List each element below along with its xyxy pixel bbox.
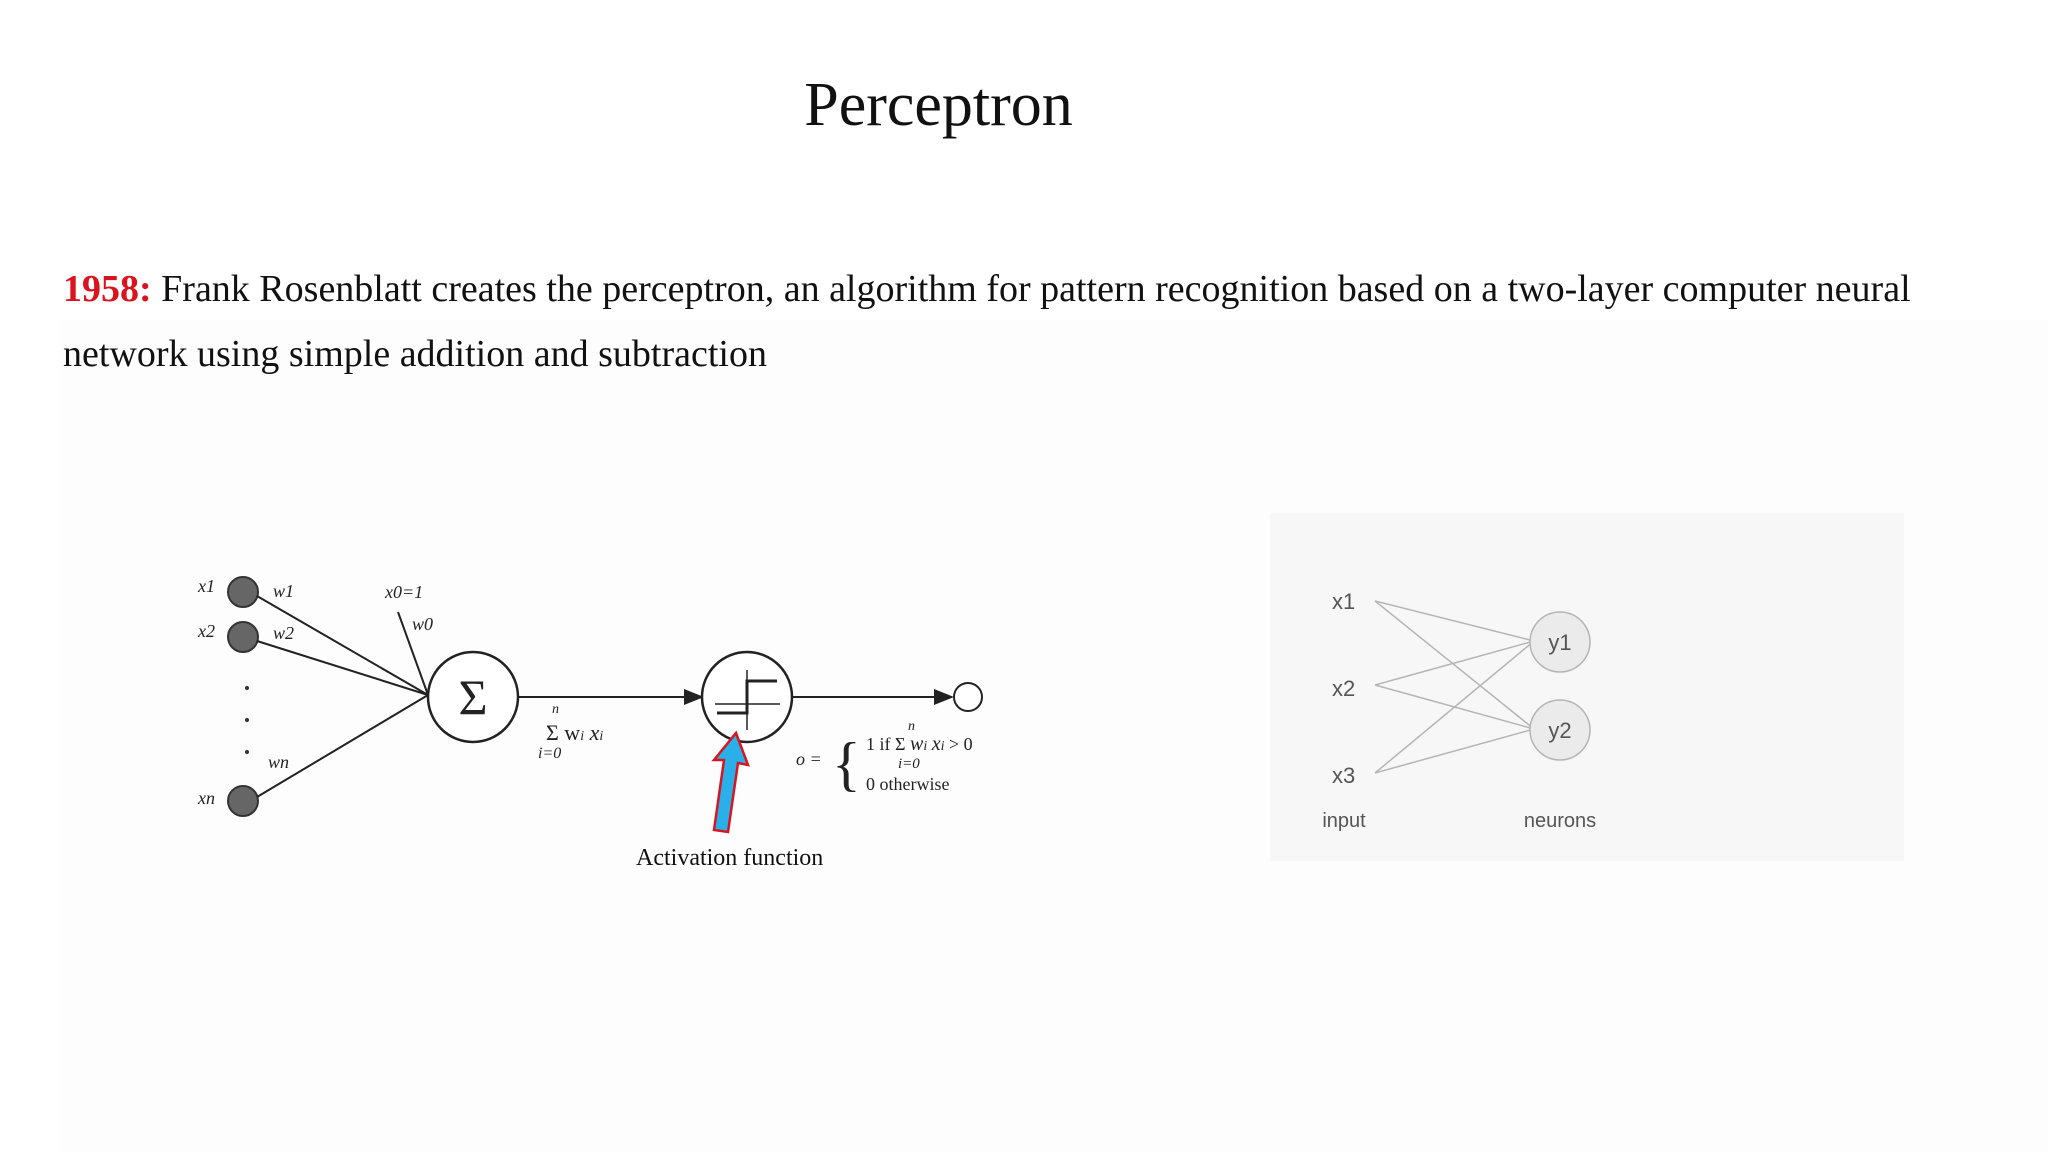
- perceptron-diagram: x1 x2 xn w1 w2 wn x0=1 w0 Σ n Σ wi xi i=…: [197, 576, 983, 871]
- case1-top: n: [908, 719, 915, 734]
- activation-function-label: Activation function: [636, 845, 823, 871]
- weight-label-1: w1: [273, 581, 294, 601]
- input-node-n: [227, 785, 259, 817]
- neuron-y1-label: y1: [1548, 630, 1571, 655]
- input-label-1: x1: [197, 576, 215, 596]
- network-input-x1: x1: [1332, 589, 1355, 614]
- input-node-2: [227, 621, 259, 653]
- weight-label-n: wn: [268, 752, 289, 772]
- output-case-2: 0 otherwise: [866, 774, 949, 794]
- ellipsis-dot: [245, 686, 249, 690]
- case1-bottom: i=0: [898, 756, 920, 772]
- bias-input-label: x0=1: [384, 582, 423, 602]
- output-lhs: o =: [796, 749, 822, 769]
- connection-line: [1374, 728, 1535, 774]
- network-input-x3: x3: [1332, 763, 1355, 788]
- sum-formula: Σ wi xi: [546, 720, 603, 745]
- network-diagram: x1 x2 x3 y1 y2 input neurons: [1270, 513, 1904, 861]
- input-label-n: xn: [197, 788, 215, 808]
- network-input-x2: x2: [1332, 676, 1355, 701]
- description-text: Frank Rosenblatt creates the perceptron,…: [63, 268, 1911, 375]
- output-brace: {: [832, 731, 861, 797]
- weight-line-2: [256, 640, 429, 696]
- neuron-y1: [1529, 611, 1591, 673]
- bias-weight-label: w0: [412, 614, 433, 634]
- year-label: 1958:: [63, 268, 152, 310]
- connection-line: [1374, 640, 1535, 774]
- neuron-y2: [1529, 699, 1591, 761]
- ellipsis-dot: [245, 718, 249, 722]
- output-node: [953, 682, 983, 712]
- connection-line: [1374, 600, 1535, 642]
- activation-pointer-arrow: [711, 730, 750, 834]
- weight-label-2: w2: [273, 623, 294, 643]
- weight-line-1: [256, 595, 429, 696]
- neurons-layer-label: neurons: [1524, 810, 1596, 832]
- output-case-1: 1 if Σ wi xi > 0: [866, 733, 973, 755]
- slide-description: 1958: Frank Rosenblatt creates the perce…: [63, 257, 1963, 387]
- input-layer-label: input: [1322, 810, 1366, 832]
- neuron-y2-label: y2: [1548, 718, 1571, 743]
- connection-line: [1374, 600, 1535, 730]
- sum-formula-bottom: i=0: [538, 745, 561, 762]
- sum-symbol: Σ: [458, 669, 487, 725]
- slide-title: Perceptron: [804, 71, 1073, 139]
- weight-line-n: [256, 694, 429, 798]
- input-node-1: [227, 576, 259, 608]
- bias-line: [397, 611, 429, 696]
- sum-formula-top: n: [552, 702, 559, 717]
- input-label-2: x2: [197, 621, 215, 641]
- connection-line: [1374, 640, 1535, 686]
- ellipsis-dot: [245, 750, 249, 754]
